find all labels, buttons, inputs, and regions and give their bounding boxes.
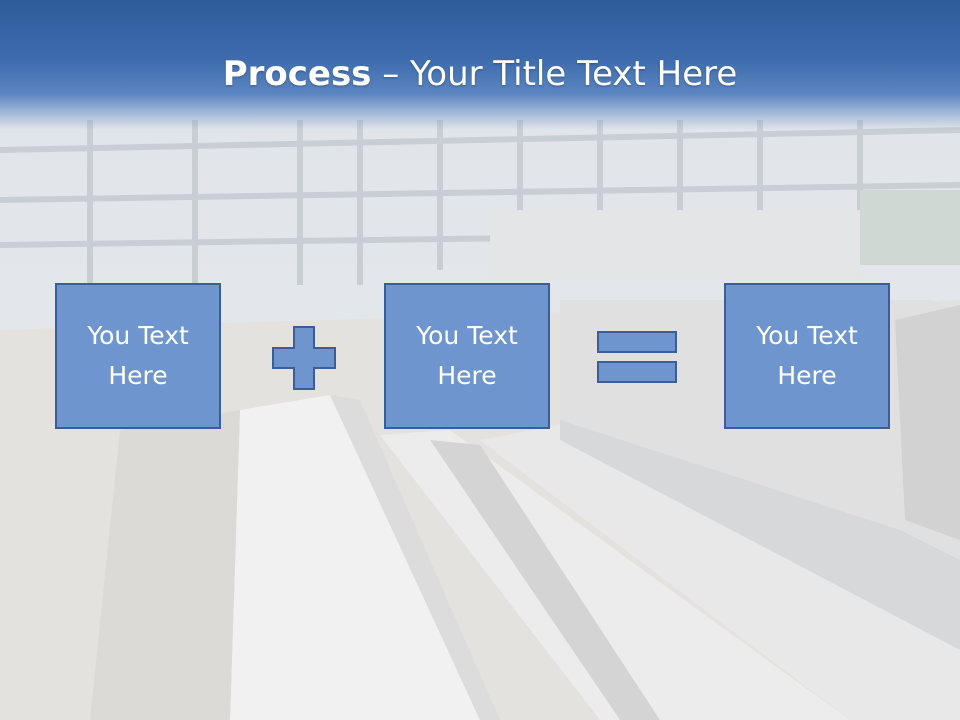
slide-title: Process – Your Title Text Here [0, 52, 960, 96]
plus-icon [272, 326, 336, 390]
title-bold-word: Process [222, 54, 372, 94]
process-box-1-text: You Text Here [87, 321, 189, 390]
title-band [0, 0, 960, 130]
process-box-3-text: You Text Here [756, 321, 858, 390]
process-box-2[interactable]: You Text Here [384, 283, 550, 429]
equals-icon [597, 331, 677, 383]
process-box-3[interactable]: You Text Here [724, 283, 890, 429]
title-rest: – Your Title Text Here [371, 54, 738, 94]
process-box-1[interactable]: You Text Here [55, 283, 221, 429]
process-box-2-text: You Text Here [416, 321, 518, 390]
